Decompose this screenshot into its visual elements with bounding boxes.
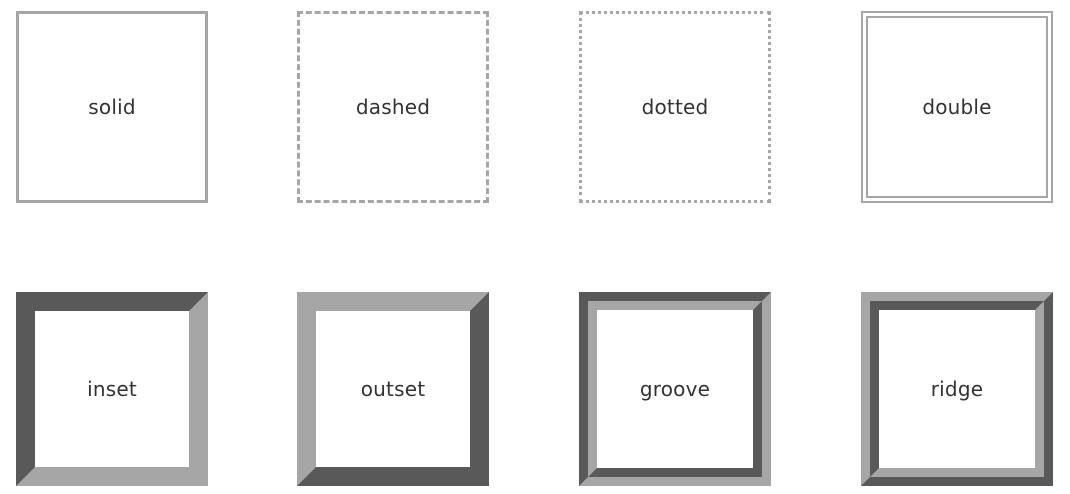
border-label-groove: groove	[639, 377, 711, 401]
border-label-double: double	[922, 95, 992, 119]
border-box-outset: outset	[297, 292, 489, 486]
border-label-inset: inset	[87, 377, 137, 401]
border-box-ridge: ridge	[861, 292, 1053, 486]
border-box-dashed: dashed	[297, 11, 489, 203]
border-box-double: double	[861, 11, 1053, 203]
border-label-outset: outset	[360, 377, 426, 401]
border-box-inset: inset	[16, 292, 208, 486]
border-box-solid: solid	[16, 11, 208, 203]
border-label-dotted: dotted	[641, 95, 709, 119]
border-box-groove: groove	[579, 292, 771, 486]
border-box-dotted: dotted	[579, 11, 771, 203]
border-label-solid: solid	[88, 95, 136, 119]
border-label-dashed: dashed	[355, 95, 431, 119]
border-label-ridge: ridge	[930, 377, 984, 401]
